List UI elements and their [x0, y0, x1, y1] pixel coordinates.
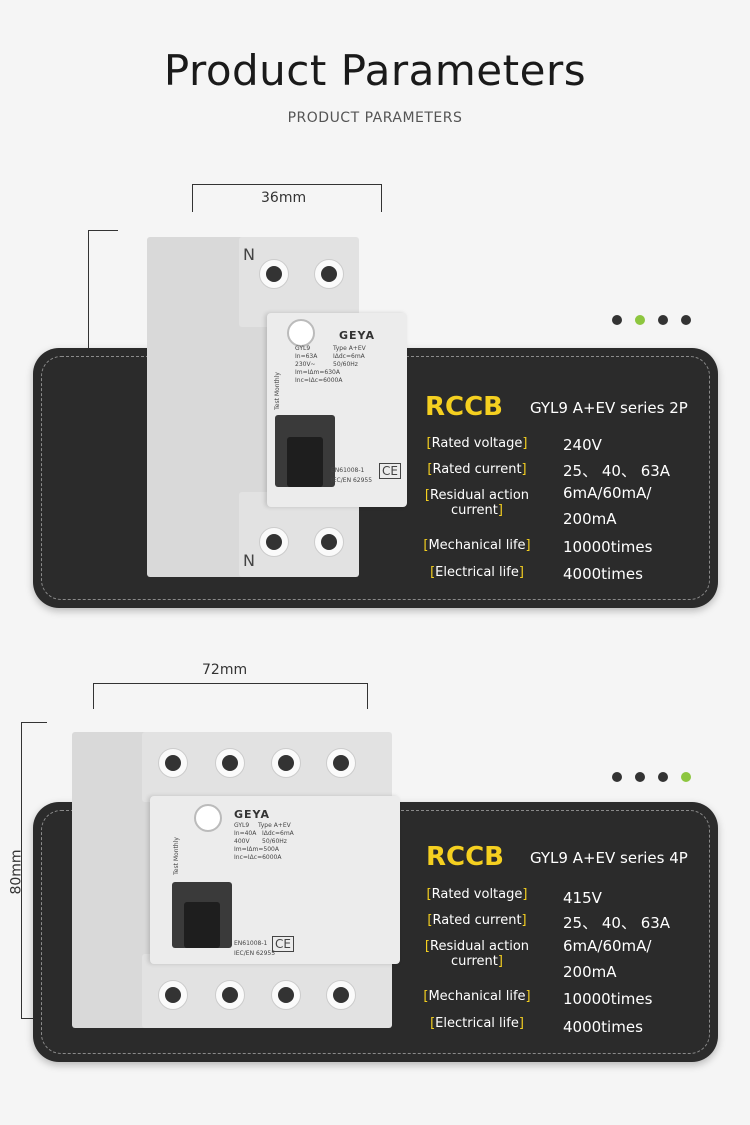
- terminal-screw: [271, 748, 301, 778]
- device-brand: GEYA: [339, 329, 375, 342]
- product-series: GYL9 A+EV series 4P: [530, 849, 688, 867]
- param-value-rated-current: 25、 40、 63A: [563, 462, 671, 480]
- height-dimension-tick-top: [88, 230, 118, 231]
- width-dimension-tick-right: [381, 184, 382, 212]
- terminal-screw: [158, 748, 188, 778]
- neutral-mark-top: N: [243, 245, 255, 264]
- device-standard: EN61008-1: [234, 940, 268, 947]
- param-value-rated-voltage: 415V: [563, 889, 602, 907]
- width-dimension-line: [93, 683, 368, 684]
- device-rating-1: In=40A: [234, 830, 257, 837]
- carousel-dots: [612, 315, 691, 325]
- device-standard-2: IEC/EN 62955: [234, 950, 276, 957]
- toggle-handle[interactable]: [287, 437, 323, 487]
- device-standard: EN61008-1: [331, 467, 365, 474]
- height-dimension-tick-top: [21, 722, 47, 723]
- carousel-dot[interactable]: [612, 315, 622, 325]
- device-rating-2: 400V: [234, 838, 250, 845]
- width-dimension-label: 72mm: [202, 662, 248, 678]
- device-type-text: Type A+EV: [258, 822, 291, 829]
- param-value-residual-current: 6mA/60mA/ 200mA: [563, 937, 652, 981]
- param-label-rated-current: [Rated current]: [427, 913, 527, 928]
- device-rating-4: Inc=IΔc=6000A: [295, 377, 343, 384]
- carousel-dot[interactable]: [612, 772, 622, 782]
- param-value-residual-current: 6mA/60mA/ 200mA: [563, 484, 652, 528]
- product-series: GYL9 A+EV series 2P: [530, 399, 688, 417]
- device-rating-5: IΔdc=6mA: [262, 830, 294, 837]
- param-value-rated-voltage: 240V: [563, 436, 602, 454]
- height-dimension-line: [21, 722, 22, 1019]
- device-test-text: Test Monthly: [172, 837, 180, 875]
- device-brand: GEYA: [234, 808, 270, 821]
- param-label-electrical-life: [Electrical life]: [430, 1016, 524, 1031]
- device-rating-6: 50/60Hz: [333, 361, 358, 368]
- width-dimension-label: 36mm: [261, 190, 307, 206]
- page-title: Product Parameters: [163, 46, 587, 95]
- param-label-rated-voltage: [Rated voltage]: [426, 887, 528, 902]
- device-rating-6: 50/60Hz: [262, 838, 287, 845]
- width-dimension-tick-left: [93, 683, 94, 709]
- terminal-screw: [259, 259, 289, 289]
- device-rating-5: IΔdc=6mA: [333, 353, 365, 360]
- ce-mark: CE: [272, 936, 294, 952]
- param-label-residual-current: [Residual action current]: [424, 939, 530, 969]
- carousel-dots: [612, 772, 691, 782]
- device-rating-3: Im=IΔm=630A: [295, 369, 340, 376]
- test-button[interactable]: [194, 804, 222, 832]
- device-type-text: Type A+EV: [333, 345, 366, 352]
- product-type-label: RCCB: [426, 842, 504, 872]
- device-model-text: GYL9: [295, 345, 311, 352]
- width-dimension-line: [192, 184, 382, 185]
- terminal-screw: [314, 527, 344, 557]
- rccb-2p-device-image: N N GEYA GYL9 Type A+EV In=63A 230V~ Im=…: [147, 237, 407, 577]
- carousel-dot-active[interactable]: [635, 315, 645, 325]
- carousel-dot[interactable]: [681, 315, 691, 325]
- carousel-dot[interactable]: [658, 315, 668, 325]
- device-test-text: Test Monthly: [273, 372, 281, 410]
- param-value-mechanical-life: 10000times: [563, 538, 653, 556]
- param-label-mechanical-life: [Mechanical life]: [423, 538, 531, 553]
- width-dimension-tick-left: [192, 184, 193, 212]
- device-rating-1: In=63A: [295, 353, 318, 360]
- param-value-rated-current: 25、 40、 63A: [563, 914, 671, 932]
- ce-mark: CE: [379, 463, 401, 479]
- terminal-screw: [215, 748, 245, 778]
- param-value-mechanical-life: 10000times: [563, 990, 653, 1008]
- device-rear-body: [72, 732, 152, 1028]
- width-dimension-tick-right: [367, 683, 368, 709]
- carousel-dot-active[interactable]: [681, 772, 691, 782]
- page-subtitle: PRODUCT PARAMETERS: [287, 110, 463, 126]
- terminal-screw: [326, 748, 356, 778]
- height-dimension-label: 80mm: [8, 849, 25, 895]
- toggle-handle[interactable]: [184, 902, 220, 948]
- param-value-electrical-life: 4000times: [563, 1018, 643, 1036]
- terminal-screw: [259, 527, 289, 557]
- product-type-label: RCCB: [425, 392, 503, 422]
- carousel-dot[interactable]: [658, 772, 668, 782]
- terminal-screw: [314, 259, 344, 289]
- device-rating-4: Inc=IΔc=6000A: [234, 854, 282, 861]
- terminal-screw: [326, 980, 356, 1010]
- param-value-electrical-life: 4000times: [563, 565, 643, 583]
- terminal-screw: [271, 980, 301, 1010]
- param-label-electrical-life: [Electrical life]: [430, 565, 524, 580]
- device-rating-2: 230V~: [295, 361, 316, 368]
- device-rating-3: Im=IΔm=500A: [234, 846, 279, 853]
- carousel-dot[interactable]: [635, 772, 645, 782]
- param-label-residual-current: [Residual action current]: [424, 488, 530, 518]
- test-button[interactable]: [287, 319, 315, 347]
- param-label-rated-current: [Rated current]: [427, 462, 527, 477]
- rccb-4p-device-image: GEYA GYL9 Type A+EV In=40A 400V Im=IΔm=5…: [72, 732, 402, 1028]
- param-label-mechanical-life: [Mechanical life]: [423, 989, 531, 1004]
- terminal-screw: [158, 980, 188, 1010]
- neutral-mark-bottom: N: [243, 551, 255, 570]
- device-standard-2: IEC/EN 62955: [331, 477, 373, 484]
- device-model-text: GYL9: [234, 822, 250, 829]
- param-label-rated-voltage: [Rated voltage]: [426, 436, 528, 451]
- terminal-screw: [215, 980, 245, 1010]
